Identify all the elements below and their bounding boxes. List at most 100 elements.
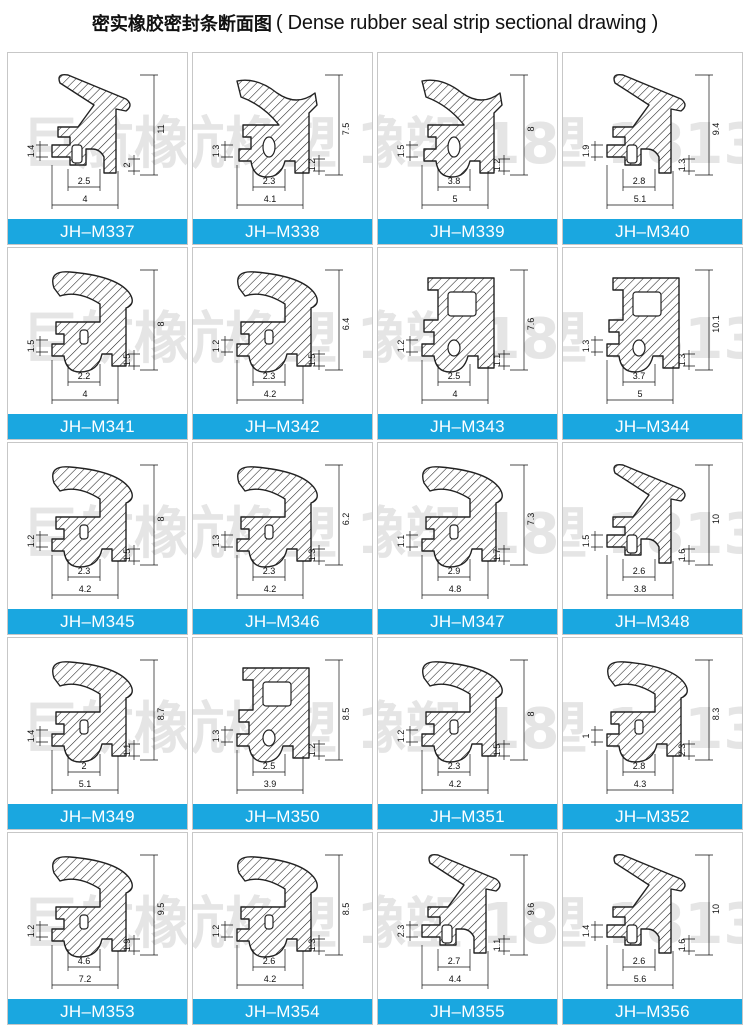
profile-hollow (79, 914, 89, 930)
inner-width-dimension-line (622, 754, 656, 776)
seal-section-drawing: 巨航橡塑 1813219199981.51.23.85 (378, 74, 557, 209)
model-label: JH–M346 (193, 609, 372, 634)
right-dimension-line (498, 545, 510, 565)
left-dimension: 1.1 (396, 535, 406, 548)
right-dimension-line (128, 740, 140, 760)
height-dimension: 8 (156, 321, 166, 326)
left-dimension: 1.9 (581, 145, 591, 158)
seal-cell: 巨航橡塑 181321919999.51.21.94.67.2JH–M353 (7, 832, 188, 1025)
profile-hollow (449, 719, 459, 735)
inner-width-dimension: 4.6 (78, 956, 91, 966)
right-dimension-line (498, 935, 510, 955)
left-dimension-line (221, 921, 233, 941)
base-width-dimension-line (421, 945, 489, 989)
right-dimension-line (313, 350, 325, 370)
right-dimension: 1.3 (677, 159, 687, 172)
inner-width-dimension-line (67, 754, 101, 776)
model-label: JH–M356 (563, 999, 742, 1024)
base-width-dimension-line (236, 165, 304, 209)
right-dimension: 1.3 (677, 354, 687, 367)
model-label: JH–M339 (378, 219, 557, 244)
seal-cell: 巨航橡塑 181321919998.51.31.22.53.9JH–M350 (192, 637, 373, 830)
profile-hollow (262, 136, 276, 158)
seal-cell: 巨航橡塑 1813219199981.21.52.34.2JH–M345 (7, 442, 188, 635)
right-dimension: 2 (122, 162, 132, 167)
height-dimension: 8.7 (156, 708, 166, 721)
right-dimension: 1.3 (307, 939, 317, 952)
left-dimension: 1.5 (396, 145, 406, 158)
inner-width-dimension-line (437, 169, 471, 191)
height-dimension-line (695, 854, 713, 956)
height-dimension: 8 (526, 126, 536, 131)
inner-width-dimension: 2.6 (633, 956, 646, 966)
right-dimension-line (498, 155, 510, 175)
inner-width-dimension: 2.5 (263, 761, 276, 771)
right-dimension-line (128, 350, 140, 370)
base-width-dimension: 4 (452, 389, 457, 399)
height-dimension: 9.5 (156, 903, 166, 916)
model-label: JH–M340 (563, 219, 742, 244)
base-width-dimension: 5 (637, 389, 642, 399)
height-dimension: 10 (711, 904, 721, 914)
seal-cell: 巨航橡塑 181321919998.51.21.32.64.2JH–M354 (192, 832, 373, 1025)
model-label: JH–M343 (378, 414, 557, 439)
seal-profile (421, 661, 503, 763)
height-dimension-line (140, 74, 158, 176)
right-dimension: 1.3 (307, 549, 317, 562)
left-dimension-line (36, 531, 48, 551)
height-dimension: 9.6 (526, 903, 536, 916)
title-chinese: 密实橡胶密封条断面图 (91, 14, 272, 35)
left-dimension: 1.3 (211, 730, 221, 743)
base-width-dimension: 4.3 (634, 779, 647, 789)
left-dimension-line (36, 336, 48, 356)
model-label: JH–M337 (8, 219, 187, 244)
profile-hollow (264, 329, 274, 345)
height-dimension-line (325, 464, 343, 566)
right-dimension: 1.2 (492, 159, 502, 172)
seal-profile (51, 856, 133, 958)
seal-profile (236, 856, 318, 958)
seal-section-drawing: 巨航橡塑 181321919998.51.31.22.53.9 (193, 659, 372, 794)
inner-width-dimension-line (67, 559, 101, 581)
inner-width-dimension: 2.5 (78, 176, 91, 186)
inner-width-dimension-line (67, 169, 101, 191)
right-dimension: 1.6 (677, 939, 687, 952)
model-label: JH–M353 (8, 999, 187, 1024)
seal-section-drawing: 巨航橡塑 181321919999.51.21.94.67.2 (22, 854, 187, 989)
seal-cell: 巨航橡塑 181321919999.62.31.12.74.4JH–M355 (377, 832, 558, 1025)
profile-hollow (632, 291, 662, 317)
base-width-dimension: 4 (82, 194, 87, 204)
seal-profile (606, 661, 688, 763)
inner-width-dimension: 2.3 (263, 566, 276, 576)
left-dimension-line (221, 336, 233, 356)
seal-section-drawing: 巨航橡塑 181321919998.312.32.84.3 (563, 659, 742, 794)
model-label: JH–M347 (378, 609, 557, 634)
model-label: JH–M344 (563, 414, 742, 439)
inner-width-dimension: 3.8 (448, 176, 461, 186)
seal-section-drawing: 巨航橡塑 1813219199910.11.31.33.75 (563, 269, 742, 404)
inner-width-dimension-line (252, 754, 286, 776)
height-dimension: 7.3 (526, 513, 536, 526)
seal-cell: 巨航橡塑 18132191999101.41.62.65.6JH–M356 (562, 832, 743, 1025)
seal-section-drawing: 巨航橡塑 181321919997.31.11.72.94.8 (378, 464, 557, 599)
profile-hollow (79, 329, 89, 345)
right-dimension: 2.3 (677, 744, 687, 757)
left-dimension-line (591, 336, 603, 356)
base-width-dimension: 3.8 (634, 584, 647, 594)
seal-profile (421, 79, 503, 178)
inner-width-dimension-line (622, 559, 656, 581)
base-width-dimension-line (51, 165, 119, 209)
right-dimension: 1.5 (122, 549, 132, 562)
right-dimension: 1.9 (122, 939, 132, 952)
base-width-dimension-line (236, 750, 304, 794)
seal-cell: 巨航橡塑 1813219199981.21.52.34.2JH–M351 (377, 637, 558, 830)
inner-width-dimension: 2.5 (448, 371, 461, 381)
height-dimension-line (510, 854, 528, 956)
height-dimension: 7.6 (526, 318, 536, 331)
seal-profile (236, 271, 318, 373)
right-dimension-line (313, 740, 325, 760)
right-dimension: 1.2 (307, 744, 317, 757)
